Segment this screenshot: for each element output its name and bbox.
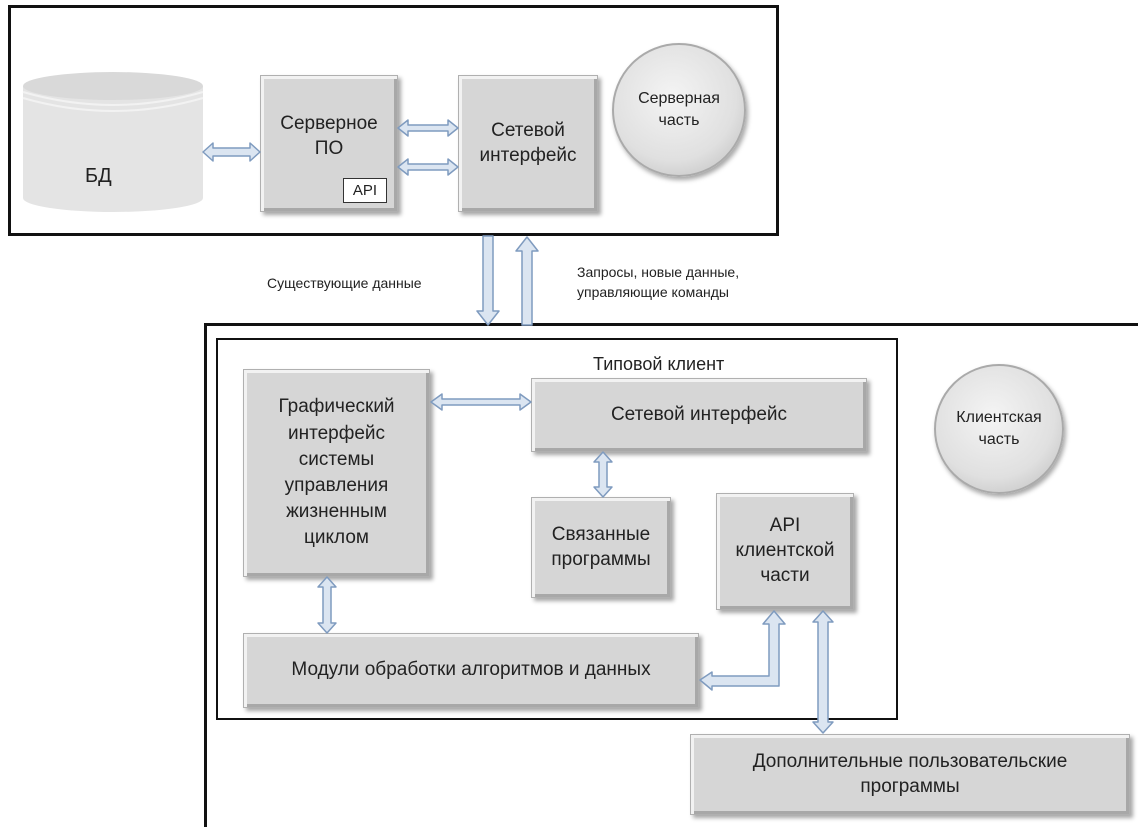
requests-arrow	[515, 236, 539, 326]
server-network-interface-box: Сетевой интерфейс	[458, 75, 598, 212]
client-frame-top	[204, 323, 1138, 326]
existing-data-arrow	[476, 235, 500, 326]
modules-api-arrow	[699, 610, 786, 691]
db-server-arrow	[202, 142, 261, 162]
client-part-circle: Клиентская часть	[934, 364, 1064, 494]
server-network-interface-label: Сетевой интерфейс	[479, 119, 577, 166]
client-network-interface-label: Сетевой интерфейс	[610, 403, 788, 425]
client-frame-left	[204, 323, 207, 827]
gui-label: Графический интерфейс системы управления…	[278, 396, 395, 549]
modules-box: Модули обработки алгоритмов и данных	[243, 633, 699, 708]
requests-label: Запросы, новые данные, управляющие коман…	[577, 264, 740, 301]
api-extra-arrow	[812, 610, 834, 734]
db-label: БД	[85, 165, 112, 187]
existing-data-label: Существующие данные	[267, 275, 422, 291]
server-software-box: Серверное ПО	[260, 75, 398, 212]
server-part-label: Серверная часть	[638, 89, 720, 129]
extra-programs-label: Дополнительные пользовательские программ…	[752, 750, 1068, 797]
related-programs-box: Связанные программы	[531, 497, 671, 598]
typical-client-label: Типовой клиент	[593, 354, 725, 374]
sw-net-arrow-bottom	[397, 158, 459, 176]
gui-box: Графический интерфейс системы управления…	[243, 369, 430, 577]
gui-net-arrow	[430, 393, 532, 411]
modules-label: Модули обработки алгоритмов и данных	[291, 659, 651, 681]
server-api-tag: API	[343, 178, 387, 203]
client-api-label: API клиентской части	[735, 515, 835, 586]
server-part-circle: Серверная часть	[612, 43, 746, 177]
sw-net-arrow-top	[397, 119, 459, 137]
related-programs-label: Связанные программы	[551, 523, 651, 570]
extra-programs-box: Дополнительные пользовательские программ…	[690, 734, 1130, 815]
client-api-box: API клиентской части	[716, 493, 854, 610]
server-frame	[8, 5, 779, 236]
gui-modules-arrow	[317, 576, 337, 634]
client-network-interface-box: Сетевой интерфейс	[531, 378, 867, 452]
net-related-arrow	[593, 451, 613, 498]
typical-client-frame	[216, 338, 898, 720]
database-icon	[22, 72, 204, 212]
client-part-label: Клиентская часть	[956, 408, 1042, 448]
server-software-label: Серверное ПО	[280, 113, 378, 159]
